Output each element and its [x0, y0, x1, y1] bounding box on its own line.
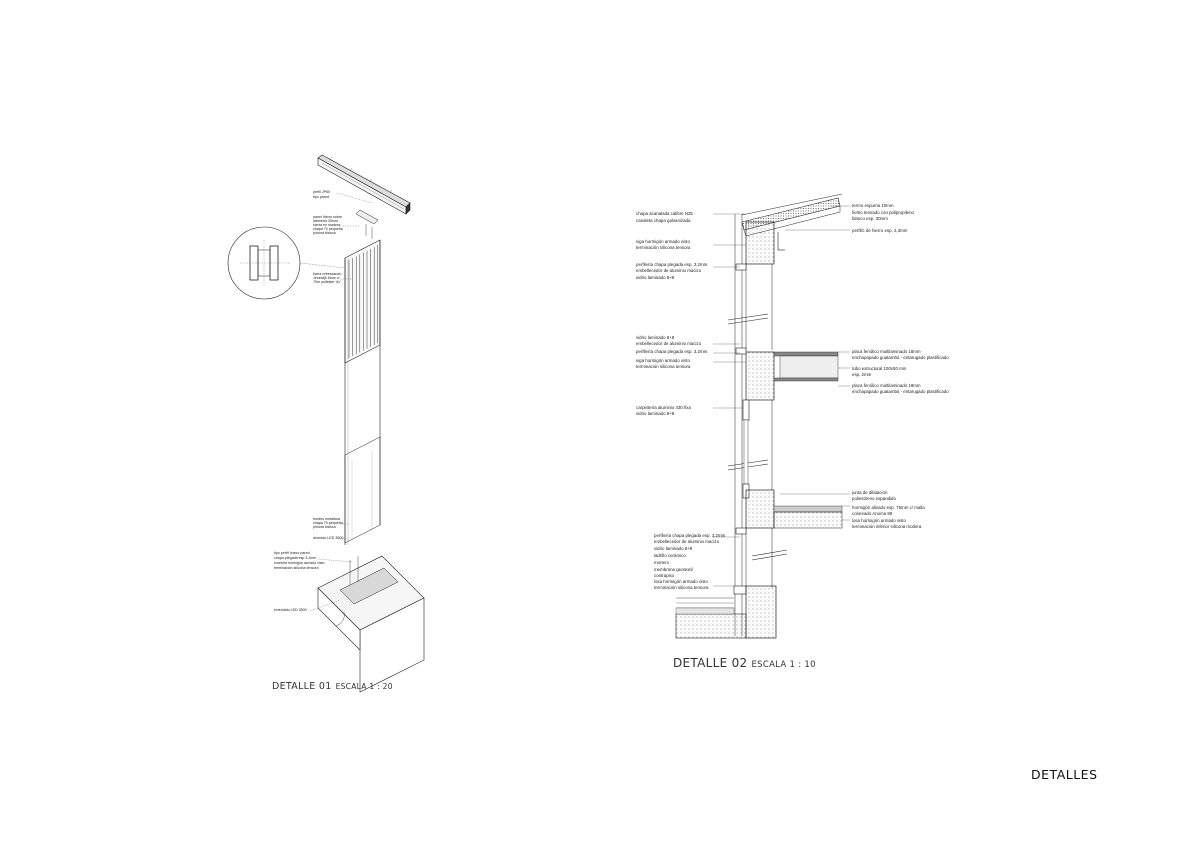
sheet-title: DETALLES — [1031, 767, 1098, 782]
note-d2-l2: viga hormigón armado visto — [636, 239, 690, 244]
lower-floor-slab — [745, 489, 843, 529]
note-d2-l4: perfilería chapa plegada esp. 3,2mm — [636, 262, 708, 267]
note-d2-r14: losa hormigón armado visto — [852, 518, 906, 523]
detail-zoom-circle — [227, 226, 346, 300]
glazing-clips — [735, 263, 747, 535]
note-d1-3: diámetro 30mm — [313, 219, 338, 223]
note-d2-l7: vidrio laminado 8+8 — [636, 335, 675, 340]
detail-01-title: DETALLE 01 — [272, 681, 332, 692]
note-d1-11: chapa 70 pequeña — [313, 521, 343, 525]
note-d1-10: bordes metálicos — [313, 517, 340, 521]
note-d2-r4: placa fenólico multilaminado 18mm — [852, 349, 921, 354]
note-d2-l21: losa hormigón armado visto — [654, 579, 708, 584]
note-d1-12: pintura blanca — [313, 525, 336, 529]
note-d1-15: chapa plegada esp 3.2mm — [274, 556, 316, 560]
base-beam-axonometric — [317, 555, 425, 693]
note-d1-8: Jenewijk 8mm v/ — [313, 276, 340, 280]
detail-02-drawing: chapa acanalada calibre N25 canaleta cha… — [636, 193, 949, 639]
note-d1-1: tipo pared — [313, 195, 329, 199]
note-d1-16: muestra hormigón armado visto — [274, 561, 325, 565]
roof-beam-axonometric — [317, 154, 411, 215]
note-d2-r7: esp. 2mm — [852, 372, 872, 377]
note-d2-l22: terminación silicona tensora — [654, 585, 709, 590]
note-d2-l1: canaleta chapa galvanizada — [636, 218, 691, 223]
vertical-slat-screen — [344, 239, 381, 545]
detail-02-leaders-left — [713, 213, 746, 587]
note-d2-l8: embellecedor de aluminio macizo — [636, 341, 702, 346]
detail-02-title: DETALLE 02 — [673, 656, 748, 670]
note-d2-l14: perfilería chapa plegada esp. 3,2mm — [654, 533, 726, 538]
note-d1-0: perfil JP60 — [313, 190, 330, 194]
note-d2-l15: embellecedor de aluminio macizo — [654, 539, 720, 544]
foundation — [675, 585, 777, 639]
note-d2-r3: perfilC de hierro esp. 2,3mm — [852, 228, 908, 233]
window-frame — [742, 399, 750, 499]
note-d1-14: tipo perfil hueco pared — [274, 551, 310, 555]
note-d2-r6: tubo estructural 100x50 mm — [852, 366, 907, 371]
note-d2-l20: contrapiso — [654, 573, 675, 578]
note-d2-l10: viga hormigón armado visto — [636, 358, 690, 363]
note-d1-4: sierra en madera — [313, 223, 340, 227]
note-d2-r5: enchapapado guatambú - entarugado plasti… — [852, 355, 949, 360]
note-d1-2: panel hierro sobre — [313, 215, 342, 219]
note-d2-l16: vidrio laminado 8+8 — [654, 546, 693, 551]
note-d2-l6: vidrio laminado 8+8 — [636, 275, 675, 280]
detail-01-scale: ESCALA 1 : 20 — [335, 682, 393, 691]
note-d2-l19: membrana geotextil — [654, 567, 693, 572]
note-d2-r8: placa fenólico multilaminado 18mm — [852, 383, 921, 388]
note-d1-7: barra refrescando — [313, 272, 341, 276]
note-d2-l18: mortero — [654, 560, 670, 565]
detail-02-scale: ESCALA 1 : 10 — [751, 660, 816, 670]
note-d2-l0: chapa acanalada calibre N25 — [636, 211, 693, 216]
top-connector — [355, 209, 379, 239]
note-d2-r11: poliestireno expandido — [852, 496, 896, 501]
note-d2-r2: blanco esp. 30mm — [852, 216, 888, 221]
note-d1-13: aluminio LED 3500 — [313, 536, 343, 540]
note-d1-9: 70m poliéster UV — [313, 280, 341, 284]
note-d1-6: pintura blanca — [313, 231, 336, 235]
wall-lines — [734, 214, 773, 636]
note-d2-r13: coloreado Anoma 88 — [852, 511, 893, 516]
note-d2-r9: enchapapado guatambú - entarugado plasti… — [852, 389, 949, 394]
note-d2-r12: hormigón alisado esp. 75mm c/ malla — [852, 505, 925, 510]
top-concrete-beam — [745, 221, 775, 265]
note-d2-l11: terminación silicona tensora — [636, 364, 691, 369]
note-d2-l5: embellecedor de aluminio macizo — [636, 268, 702, 273]
note-d2-l13: vidrio laminado 8+8 — [636, 411, 675, 416]
note-d2-l12: carpintería aluminio 430 fixa — [636, 405, 691, 410]
detail-02-notes-left: chapa acanalada calibre N25 canaleta cha… — [636, 211, 726, 590]
middle-floor-slab — [745, 351, 839, 401]
note-d2-r1: fieltro tensado con polipropileno — [852, 210, 915, 215]
note-d1-18: extendido LED 3500 — [274, 608, 307, 612]
note-d2-r0: termo espuma 10mm — [852, 203, 894, 208]
note-d1-17: terminación silicona tensora — [274, 566, 319, 570]
detail-01-drawing: perfil JP60 tipo pared panel hierro sobr… — [227, 154, 425, 693]
note-d2-l3: terminación silicona tensora — [636, 245, 691, 250]
note-d2-r10: junta de dilatación — [851, 490, 888, 495]
detail-02-leaders-right — [780, 205, 850, 521]
note-d2-l17: ladrillo cerámico — [654, 553, 686, 558]
note-d1-5: chapa 70 pequeña — [313, 227, 343, 231]
detail-02-notes-right: termo espuma 10mm fieltro tensado con po… — [851, 203, 949, 529]
note-d2-r15: terminación inferior silicona modera — [852, 524, 922, 529]
note-d2-l9: perfilería chapa plegada esp. 3,2mm — [636, 349, 708, 354]
detail-01-notes: perfil JP60 tipo pared panel hierro sobr… — [274, 190, 373, 612]
